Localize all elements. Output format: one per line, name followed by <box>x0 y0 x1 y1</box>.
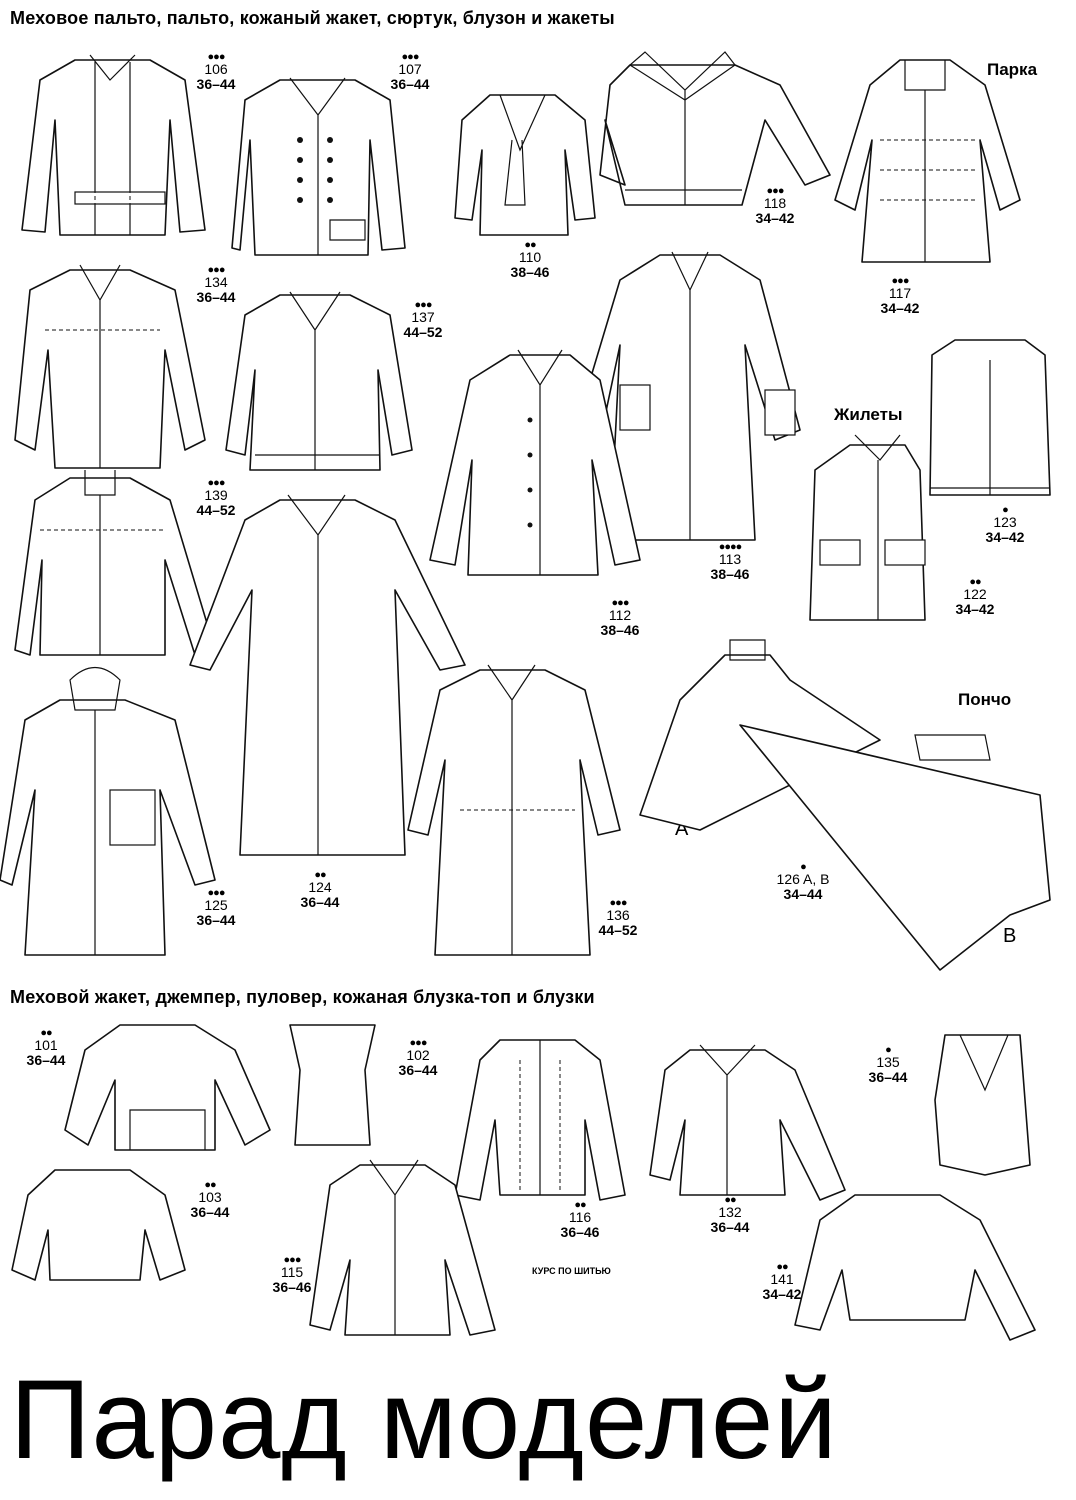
sketch-103 <box>11 1169 186 1281</box>
sketch-125 <box>0 666 216 956</box>
label-vests: Жилеты <box>834 405 903 424</box>
sketch-106 <box>21 54 206 236</box>
section-heading-tops: Меховой жакет, джемпер, пуловер, кожаная… <box>10 987 595 1007</box>
sketch-115 <box>309 1159 496 1336</box>
label-poncho-b: B <box>1003 925 1017 947</box>
sketch-123 <box>929 339 1051 496</box>
sketch-107 <box>231 77 406 256</box>
section-heading-outerwear: Меховое пальто, пальто, кожаный жакет, с… <box>10 8 615 28</box>
sketch-136 <box>407 664 621 956</box>
sketch-122 <box>809 434 926 621</box>
sketch-126 <box>639 639 1051 971</box>
sketch-117 <box>834 59 1021 263</box>
sketch-137 <box>225 291 413 471</box>
sketch-141 <box>794 1194 1036 1341</box>
sketch-116 <box>454 1039 626 1201</box>
course-note: КУРС ПО ШИТЬЮ <box>532 1266 611 1276</box>
sketch-118 <box>599 51 831 206</box>
sketch-110 <box>454 94 596 236</box>
sketch-132 <box>649 1044 846 1201</box>
sketch-102 <box>289 1024 376 1146</box>
sketch-112 <box>429 349 641 576</box>
page-title: Парад моделей <box>10 1357 838 1482</box>
sketch-101 <box>64 1024 271 1151</box>
sketch-113 <box>574 251 801 541</box>
sketch-139 <box>14 470 216 656</box>
label-parka: Парка <box>987 60 1038 79</box>
sketch-134 <box>14 264 206 469</box>
label-poncho: Пончо <box>958 690 1012 709</box>
sketch-124 <box>189 494 466 856</box>
sketch-135 <box>934 1034 1031 1176</box>
